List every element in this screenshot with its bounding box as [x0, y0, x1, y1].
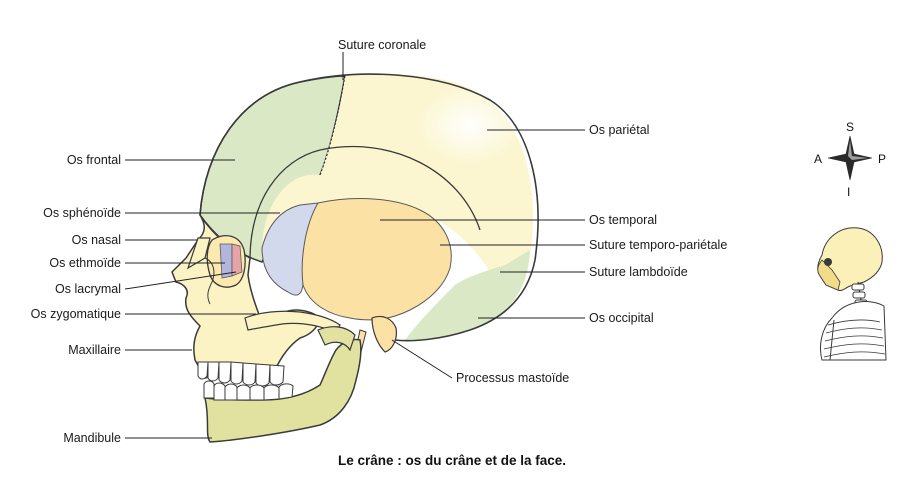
jaw [197, 326, 362, 443]
compass-label-inferior: I [847, 185, 850, 199]
label-suture-temporo-parietale: Suture temporo-pariétale [589, 238, 727, 252]
label-os-occipital: Os occipital [589, 311, 654, 325]
label-os-sphenoide: Os sphénoïde [43, 206, 121, 220]
leader-processus-mastoide [391, 339, 453, 379]
label-os-frontal: Os frontal [67, 153, 121, 167]
tooth [263, 384, 280, 401]
label-os-temporal: Os temporal [589, 213, 657, 227]
leader-lines [124, 52, 585, 439]
compass-label-posterior: P [878, 152, 886, 166]
tooth [203, 380, 215, 399]
occipital-bone [405, 250, 530, 340]
tooth [269, 364, 285, 386]
label-os-parietal: Os pariétal [589, 123, 649, 137]
lacrimal-bone [231, 243, 243, 277]
upper-teeth [197, 361, 285, 387]
lower-teeth [203, 380, 294, 401]
label-maxillaire: Maxillaire [68, 343, 121, 357]
coronal-suture-line [319, 75, 346, 176]
parietal-highlight [415, 85, 525, 165]
label-suture-lambdoide: Suture lambdoïde [589, 265, 688, 279]
tooth [213, 382, 226, 401]
rib [827, 319, 881, 326]
vertebra [851, 283, 865, 291]
temporal-bone [301, 198, 452, 321]
rib [823, 343, 885, 350]
label-suture-coronale: Suture coronale [338, 38, 426, 52]
tooth [242, 362, 257, 386]
tooth [249, 384, 265, 401]
compass-rose: S A P I [814, 120, 886, 199]
mandible-ramus [317, 326, 356, 352]
cranium-outline [199, 73, 539, 342]
compass-label-anterior: A [814, 152, 822, 166]
tooth [197, 361, 209, 380]
thumbnail-sternum [829, 319, 835, 361]
tooth [236, 384, 251, 401]
label-os-nasal: Os nasal [72, 233, 121, 247]
face [171, 214, 341, 379]
thumbnail-shoulder [819, 301, 887, 361]
tooth [278, 383, 294, 400]
label-os-lacrymal: Os lacrymal [55, 282, 121, 296]
label-processus-mastoide: Processus mastoïde [456, 371, 569, 385]
label-os-ethmoide: Os ethmoïde [49, 256, 121, 270]
tooth [224, 383, 238, 401]
thumbnail-skull-face [817, 259, 841, 291]
thumbnail-ribs [823, 319, 886, 358]
skeleton-thumbnail [817, 227, 887, 361]
temporo-parietal-suture-line [249, 145, 481, 261]
label-os-zygomatique: Os zygomatique [31, 307, 121, 321]
labels: Suture coronale Os frontal Os sphénoïde … [31, 38, 728, 445]
label-mandibule: Mandibule [63, 431, 121, 445]
compass-star-highlight [848, 140, 868, 160]
cranium [199, 73, 539, 369]
tooth [230, 361, 244, 385]
rib [823, 351, 886, 358]
leader-os-lacrymal [124, 271, 237, 290]
figure-caption: Le crâne : os du crâne et de la face. [337, 453, 567, 468]
vertebra [852, 291, 866, 299]
mastoid-process [371, 315, 397, 353]
tooth [218, 361, 232, 384]
rib [824, 335, 884, 342]
tooth [255, 363, 271, 387]
rib [825, 327, 883, 334]
compass-label-superior: S [846, 120, 854, 134]
thumbnail-orbit [824, 258, 832, 266]
tooth [207, 361, 220, 382]
